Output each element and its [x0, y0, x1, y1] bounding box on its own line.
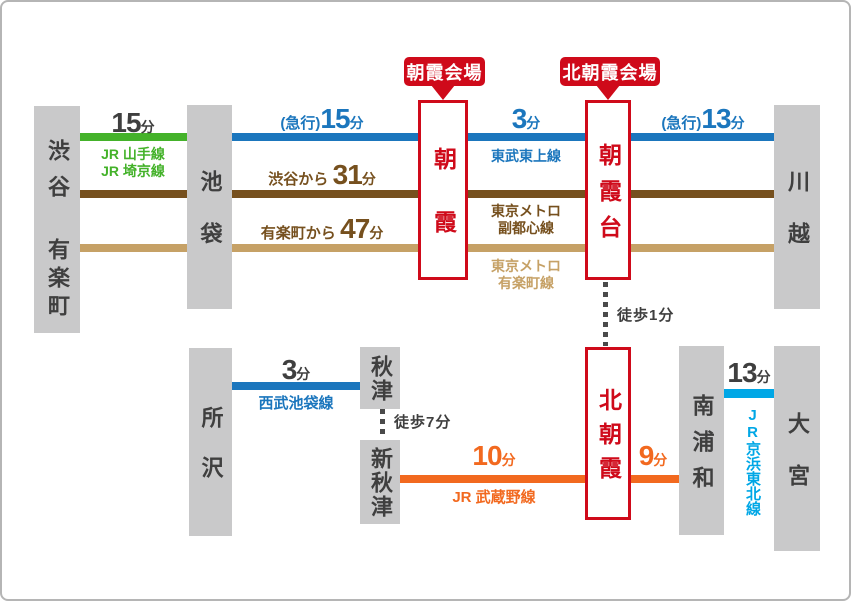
time-value: 13: [701, 103, 731, 134]
express-prefix: (急行): [280, 115, 321, 132]
asaka-venue-callout: 朝霞会場: [404, 57, 485, 86]
station-asakadai: 朝霞台: [585, 100, 631, 280]
time-from-yurakucho: 有楽町から 47分: [242, 212, 402, 246]
station-omiya: 大宮: [774, 346, 820, 551]
walk-time-akitsu: 徒歩7分: [394, 414, 452, 431]
jr-musashino-line: [400, 475, 679, 483]
tobu-tojo-line: [232, 133, 774, 141]
time-value: 15: [111, 107, 141, 138]
label-jr-keihin-tohoku: JR京浜東北線: [744, 406, 761, 516]
seibu-ikebukuro-line: [232, 382, 360, 390]
time-unit: 分: [526, 115, 541, 131]
jr-keihin-tohoku-line: [724, 389, 774, 398]
time-value: 31: [332, 159, 363, 190]
time-ikebukuro-asaka: (急行)15分: [252, 102, 392, 136]
time-value: 13: [727, 357, 757, 388]
station-yurakucho: 有楽町: [34, 220, 80, 333]
station-minami-urawa: 南浦和: [679, 346, 724, 535]
line-name-row: 有楽町線: [498, 274, 554, 291]
time-from-shibuya: 渋谷から 31分: [242, 158, 402, 192]
time-unit: 分: [140, 119, 155, 135]
time-value: 47: [340, 213, 370, 244]
time-unit: 分: [361, 171, 376, 187]
line-name-row: 東京メトロ: [491, 203, 561, 219]
from-prefix: 有楽町から: [260, 225, 336, 242]
asaka-venue-pointer-icon: [431, 85, 455, 100]
express-prefix: (急行): [661, 115, 702, 132]
station-kita-asaka: 北朝霞: [585, 347, 631, 520]
time-tokorozawa-akitsu: 3分: [246, 353, 346, 387]
station-akitsu: 秋津: [360, 347, 400, 409]
line-name-row: 東京メトロ: [491, 258, 561, 274]
label-jr-yamanote-saikyo: JR 山手線 JR 埼京線: [88, 146, 178, 180]
station-asaka: 朝霞: [418, 100, 468, 280]
label-seibu-ikebukuro: 西武池袋線: [258, 395, 334, 412]
time-value: 15: [320, 103, 350, 134]
time-unit: 分: [501, 452, 516, 468]
walk-time-asakadai: 徒歩1分: [617, 307, 675, 324]
station-shin-akitsu: 新秋津: [360, 440, 400, 524]
station-shibuya: 渋谷: [34, 106, 80, 229]
time-value: 3: [511, 103, 528, 134]
jr-yamanote-saikyo-line: [80, 133, 187, 141]
station-tokorozawa: 所沢: [189, 348, 232, 536]
time-value: 3: [281, 354, 298, 385]
line-name-row: 副都心線: [498, 219, 554, 236]
label-fukutoshin: 東京メトロ 副都心線: [476, 203, 576, 237]
time-shibuya-ikebukuro: 15分: [88, 106, 178, 140]
label-yurakucho-line: 東京メトロ 有楽町線: [476, 258, 576, 292]
walk-connector-akitsu-shinakitsu: [380, 409, 385, 439]
time-unit: 分: [730, 115, 745, 131]
line-name-row: JR 埼京線: [101, 162, 165, 179]
time-unit: 分: [349, 115, 364, 131]
time-unit: 分: [296, 366, 311, 382]
time-unit: 分: [653, 452, 668, 468]
station-kawagoe: 川越: [774, 105, 820, 309]
time-value: 10: [472, 440, 502, 471]
time-shinakitsu-kitaasaka: 10分: [434, 439, 554, 473]
label-tobu-tojo: 東武東上線: [491, 148, 561, 164]
time-unit: 分: [756, 369, 771, 385]
label-jr-musashino: JR 武蔵野線: [452, 489, 536, 506]
line-name-row: JR 山手線: [101, 146, 165, 162]
time-asakadai-kawagoe: (急行)13分: [633, 102, 773, 136]
kita-asaka-venue-callout: 北朝霞会場: [560, 57, 660, 86]
time-asaka-asakadai: 3分: [476, 102, 576, 136]
time-value: 9: [638, 440, 655, 471]
from-prefix: 渋谷から: [268, 171, 329, 188]
time-kitaasaka-minamiurawa: 9分: [631, 439, 675, 473]
walk-connector-asakadai-kitaasaka: [603, 282, 608, 346]
time-unit: 分: [369, 225, 384, 241]
time-minamiurawa-omiya: 13分: [699, 356, 799, 390]
station-ikebukuro: 池袋: [187, 105, 232, 309]
kita-asaka-venue-pointer-icon: [596, 85, 620, 100]
